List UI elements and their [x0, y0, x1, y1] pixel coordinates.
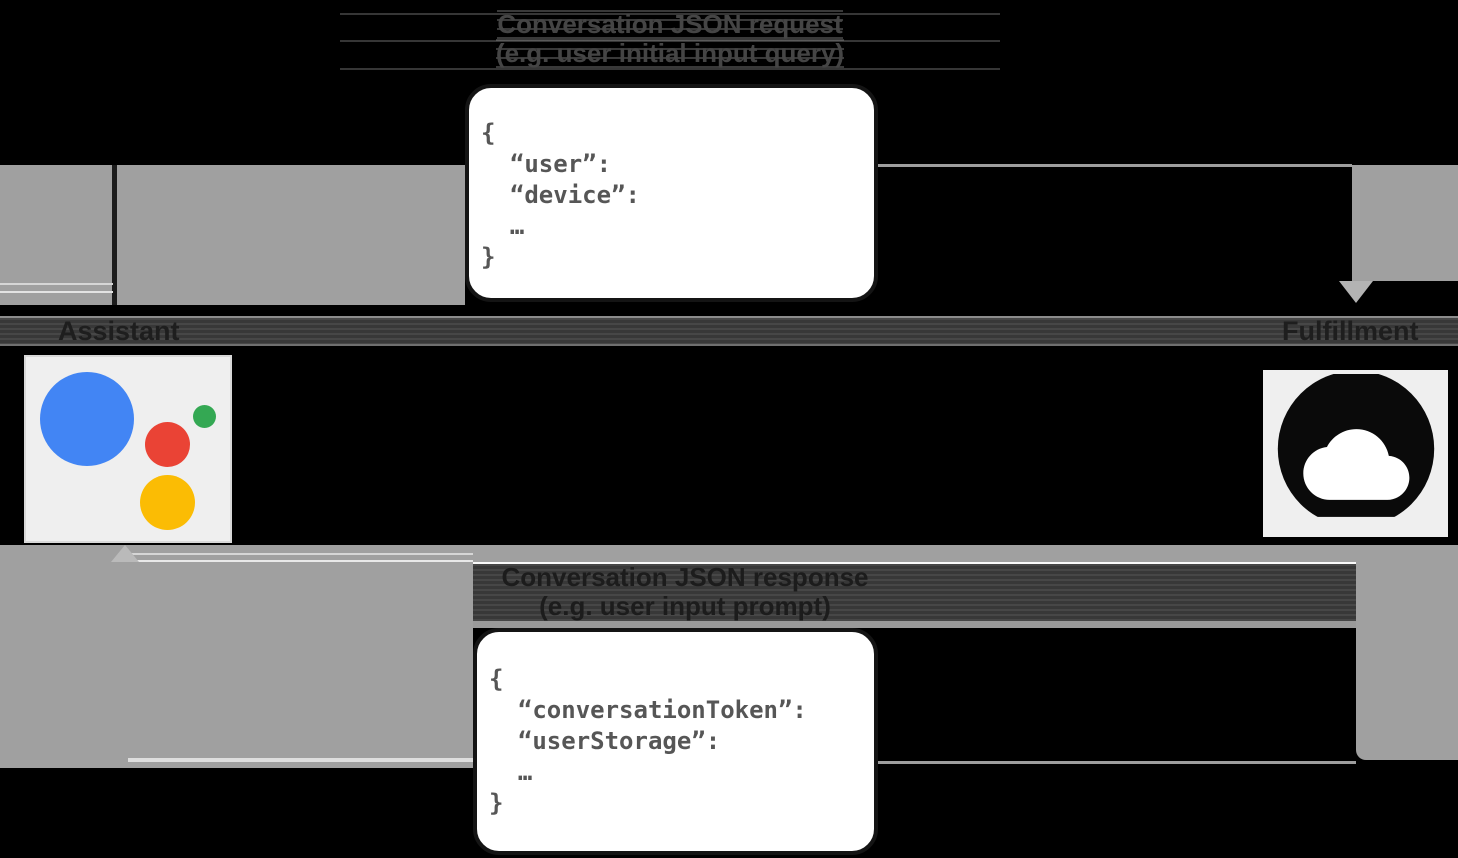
json-line: }	[489, 789, 504, 817]
request-label-line1: Conversation JSON request	[497, 9, 843, 39]
artifact-line	[340, 13, 1000, 15]
request-arrow-label: Conversation JSON request (e.g. user ini…	[270, 10, 1070, 68]
request-json-box: { “user”: “device”: … }	[465, 84, 878, 302]
request-json-code: { “user”: “device”: … }	[481, 118, 874, 273]
response-flow-fill-top	[473, 545, 1356, 563]
json-line: {	[481, 119, 496, 147]
request-arrow-line	[878, 164, 1352, 167]
request-flow-fill-left	[0, 165, 113, 305]
response-label-band	[473, 564, 1356, 621]
request-label-line2: (e.g. user initial input query)	[495, 38, 845, 68]
band-bottom-edge	[0, 344, 1458, 346]
json-line: “user”:	[481, 150, 612, 178]
response-json-box: { “conversationToken”: “userStorage”: … …	[473, 628, 878, 855]
response-label-line2: (e.g. user input prompt)	[539, 591, 831, 621]
json-line: “conversationToken”:	[489, 696, 807, 724]
request-flow-fill-right	[1352, 165, 1458, 281]
artifact-line	[130, 553, 473, 555]
cloud-icon	[1270, 373, 1441, 534]
json-line: “device”:	[481, 181, 640, 209]
fulfillment-icon-box	[1263, 370, 1448, 537]
response-arrow-line-left	[128, 758, 473, 762]
response-arrow-label: Conversation JSON response (e.g. user in…	[285, 563, 1085, 621]
response-flow-fill-bottom	[473, 621, 1356, 628]
artifact-line	[473, 562, 1356, 564]
assistant-logo-blue-circle	[40, 372, 134, 466]
json-line: }	[481, 243, 496, 271]
response-label-line1: Conversation JSON response	[501, 562, 869, 592]
fulfillment-label: Fulfillment	[1282, 316, 1419, 346]
json-line: …	[489, 758, 533, 786]
json-line: “userStorage”:	[489, 727, 721, 755]
request-flow-connector-gap	[112, 165, 117, 305]
artifact-line	[340, 68, 1000, 70]
response-flow-fill-right	[1356, 545, 1458, 760]
request-arrowhead-down	[1339, 281, 1373, 303]
assistant-logo-yellow-circle	[140, 475, 195, 530]
artifact-line	[0, 283, 113, 285]
assistant-logo-red-circle	[145, 422, 190, 467]
assistant-logo	[24, 355, 232, 543]
response-json-code: { “conversationToken”: “userStorage”: … …	[489, 664, 874, 819]
assistant-logo-green-circle	[193, 405, 216, 428]
band-top-edge	[0, 316, 1458, 318]
json-line: {	[489, 665, 504, 693]
entity-band	[0, 318, 1458, 344]
request-flow-fill-mid	[117, 165, 465, 305]
artifact-line	[0, 291, 113, 293]
artifact-line	[340, 40, 1000, 42]
response-arrowhead-up	[111, 545, 139, 562]
response-arrow-line	[878, 761, 1356, 764]
artifact-line	[130, 560, 473, 562]
json-line: …	[481, 212, 525, 240]
assistant-label: Assistant	[58, 316, 180, 346]
response-flow-fill-left	[0, 545, 473, 768]
